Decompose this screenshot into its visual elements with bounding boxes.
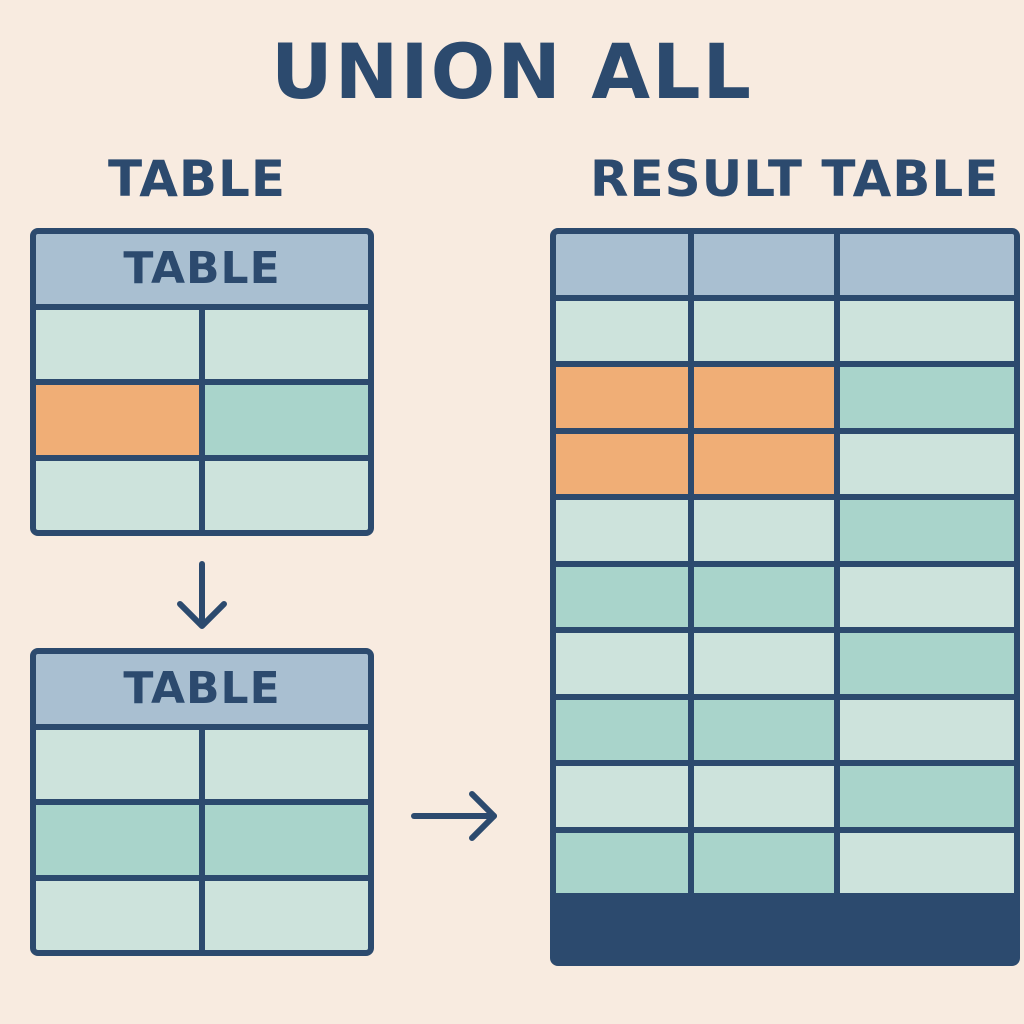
table-cell xyxy=(556,367,688,428)
arrow-right-icon xyxy=(411,791,497,841)
table-cell xyxy=(840,766,1014,827)
table-cell xyxy=(556,433,688,495)
table-cell xyxy=(36,729,199,799)
table-cell xyxy=(694,766,834,827)
table-cell xyxy=(840,300,1014,362)
table-header: TABLE xyxy=(36,234,368,304)
diagram-title: UNION ALL xyxy=(271,27,753,116)
table-cell xyxy=(840,699,1014,761)
source-table-b: TABLE xyxy=(30,648,374,956)
result-table xyxy=(550,228,1020,966)
table-cell xyxy=(556,766,688,827)
source-table-a: TABLE xyxy=(30,228,374,536)
table-cell xyxy=(36,460,199,530)
table-cell xyxy=(36,385,199,455)
source-tables-label: TABLE xyxy=(108,150,287,208)
table-cell xyxy=(694,300,834,362)
result-header-cell xyxy=(694,234,834,295)
table-cell xyxy=(694,832,834,894)
table-cell xyxy=(556,699,688,761)
table-cell xyxy=(205,309,368,379)
table-cell xyxy=(840,566,1014,628)
table-cell xyxy=(556,633,688,694)
table-cell xyxy=(556,500,688,561)
table-cell xyxy=(205,805,368,875)
table-cell xyxy=(840,500,1014,561)
table-cell xyxy=(694,633,834,694)
result-header-cell xyxy=(556,234,688,295)
table-cell xyxy=(36,880,199,950)
table-cell xyxy=(205,460,368,530)
table-cell xyxy=(840,633,1014,694)
table-cell xyxy=(556,832,688,894)
table-cell xyxy=(36,805,199,875)
table-header-label: TABLE xyxy=(123,663,281,715)
table-header-label: TABLE xyxy=(123,243,281,295)
table-cell xyxy=(840,433,1014,495)
table-cell xyxy=(694,433,834,495)
table-cell xyxy=(556,566,688,628)
result-header-cell xyxy=(840,234,1014,295)
table-cell xyxy=(694,367,834,428)
result-table-label: RESULT TABLE xyxy=(590,150,1000,208)
table-header: TABLE xyxy=(36,654,368,724)
arrow-down-icon xyxy=(177,561,227,629)
table-cell xyxy=(205,385,368,455)
table-cell xyxy=(840,832,1014,894)
table-cell xyxy=(205,729,368,799)
table-cell xyxy=(694,500,834,561)
table-cell xyxy=(205,880,368,950)
table-cell xyxy=(840,367,1014,428)
table-cell xyxy=(694,699,834,761)
table-cell xyxy=(556,300,688,362)
table-cell xyxy=(36,309,199,379)
table-cell xyxy=(694,566,834,628)
